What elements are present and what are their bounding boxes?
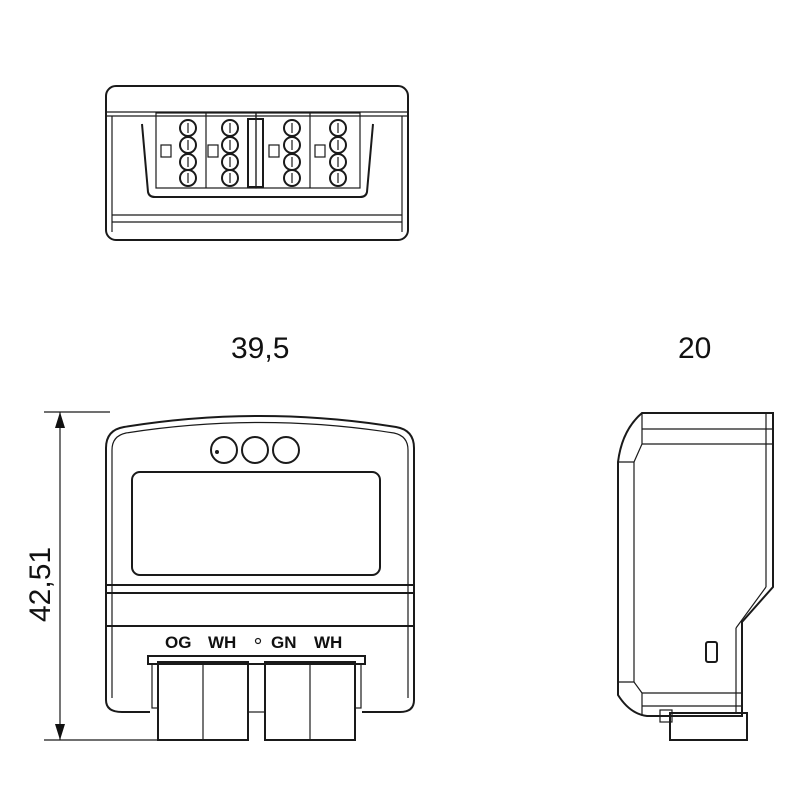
release-button-icon (314, 144, 326, 158)
terminal-label-og: OG (165, 633, 191, 652)
terminal-label-wh-1: WH (208, 633, 236, 652)
front-view: OG WH GN WH (105, 415, 415, 741)
led-dot-icon (254, 637, 262, 645)
release-button-icon (160, 144, 172, 158)
wire-entry-icon (329, 169, 347, 187)
wire-entry-icon (283, 169, 301, 187)
height-dimension-label: 42,51 (24, 547, 57, 622)
wire-entry-icon (221, 169, 239, 187)
release-button-icon (268, 144, 280, 158)
dimension-height: 42,51 (24, 411, 160, 741)
depth-dimension-label: 20 (678, 332, 711, 365)
top-view (105, 85, 409, 241)
connector-block (147, 655, 366, 741)
wire-entry-icon (179, 169, 197, 187)
width-dimension-label: 39,5 (231, 332, 289, 365)
side-view (617, 412, 774, 741)
release-button-icon (207, 144, 219, 158)
latch-slot (705, 641, 718, 663)
display-window (131, 471, 381, 576)
logo-icon (210, 436, 300, 464)
terminal-label-wh-2: WH (314, 633, 342, 652)
terminal-label-gn: GN (271, 633, 297, 652)
